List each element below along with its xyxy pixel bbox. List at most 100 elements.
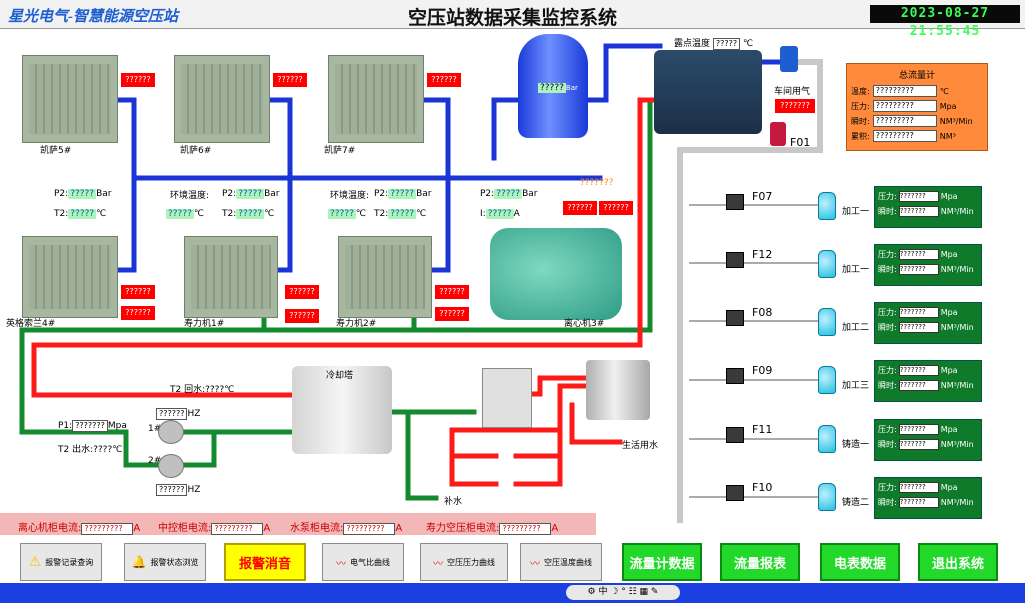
pressure-label: 压力: [878,483,897,492]
pressure-curve-button[interactable]: 〰空压压力曲线 [420,543,508,581]
row-value: ????????? [872,100,937,112]
heat-exchanger[interactable] [482,368,532,428]
input-method-bar[interactable]: ⚙ 中 ☽ ° ☷ ▦ ✎ [566,585,680,600]
outlet-value: ???? [93,445,113,455]
unit: ℃ [112,445,123,455]
flowmeter-icon[interactable] [770,122,786,146]
tank-icon [818,425,836,453]
compressor-kaeser-6[interactable] [174,55,270,143]
compressor-kaeser-5[interactable] [22,55,118,143]
flow-report-button[interactable]: 流量报表 [720,543,800,581]
p2-value: ????? [494,189,523,199]
compressor-ingersoll-4[interactable] [22,236,118,318]
flowmeter-icon[interactable] [726,368,744,384]
flowmeter-icon[interactable] [726,310,744,326]
alarm-indicator: ?????? [272,72,308,88]
flowmeter-icon[interactable] [726,252,744,268]
flow-value: ??????? [898,497,939,508]
p2-label: P2: [374,189,389,199]
pump-icon[interactable] [158,420,184,444]
flowmeter-icon[interactable] [726,194,744,210]
pressure-label: 压力: [878,250,897,259]
flowmeter-id: F12 [752,248,773,261]
alarm-indicator: ?????? [120,72,156,88]
cooling-tower[interactable] [292,366,392,454]
unit: NM³/Min [940,323,974,332]
row-label: 累积: [851,131,870,141]
valve-icon[interactable] [780,46,798,72]
tank-icon [818,192,836,220]
unit: A [551,523,559,534]
pump-frequency: ?????? [156,408,188,420]
flowmeter-icon[interactable] [726,485,744,501]
centrifugal-compressor-3[interactable] [490,228,622,320]
unit: Mpa [940,366,958,375]
unit: Mpa [940,308,958,317]
pressure-label: 压力: [878,366,897,375]
button-label: 空压压力曲线 [447,557,495,567]
brand-title: 星光电气-智慧能源空压站 [8,9,178,25]
flow-value: ??????? [898,264,939,275]
button-label: 报警状态浏览 [150,557,199,567]
unit: Mpa [940,483,958,492]
compressor-label: 凯萨6# [180,146,212,156]
pump-icon[interactable] [158,454,184,478]
flowmeter-id: F08 [752,306,773,319]
compressor-kaeser-7[interactable] [328,55,424,143]
current-label: 水泵柜电流: [290,523,344,534]
chart-icon: 〰 [336,558,346,570]
current-value: ????????? [211,523,264,535]
flowmeter-icon[interactable] [726,427,744,443]
row-unit: Mpa [939,101,957,111]
alarm-silence-button[interactable]: 报警消音 [224,543,306,581]
button-label: 报警记录查询 [45,557,94,567]
exit-system-button[interactable]: 退出系统 [918,543,998,581]
flow-label: 瞬时: [878,381,897,390]
compressor-label: 凯萨7# [324,146,356,156]
dew-label: 露点温度 [674,39,711,49]
unit: NM³/Min [940,265,974,274]
compressor-label: 离心机3# [564,319,605,329]
return-label: T2 回水: [170,385,206,395]
unit: A [133,523,141,534]
unit: Bar [565,84,578,92]
unit: A [263,523,271,534]
alarm-record-button[interactable]: ⚠报警记录查询 [20,543,102,581]
electric-ratio-curve-button[interactable]: 〰电气比曲线 [322,543,404,581]
page-title: 空压站数据采集监控系统 [407,8,617,29]
row-label: 温度: [851,86,870,96]
flow-data-button[interactable]: 流量计数据 [622,543,702,581]
unit: HZ [187,409,201,419]
unit: NM³/Min [940,498,974,507]
tank-icon [818,250,836,278]
alarm-indicator: ?????? [598,200,634,216]
unit: Bar [416,189,432,199]
chart-icon: 〰 [433,558,443,570]
row-value: ????????? [872,85,937,97]
unit: Mpa [107,421,127,431]
meter-data-button[interactable]: 电表数据 [820,543,900,581]
air-dryer[interactable] [654,50,762,134]
clock-display: 2023-08-27 21:55:45 [870,5,1020,39]
unit: ℃ [224,385,235,395]
cooling-tower-label: 冷却塔 [326,371,354,381]
t2-value: ????? [236,209,265,219]
compressor-label: 寿力机1# [184,319,225,329]
unit: Mpa [940,425,958,434]
env-temp-value: ????? [166,209,194,219]
env-temp-label: 环境温度: [170,191,210,201]
pressure-value: ??????? [898,424,939,435]
alarm-status-button[interactable]: 🔔报警状态浏览 [124,543,206,581]
p2-value: ????? [68,189,97,199]
pressure-value: ??????? [898,365,939,376]
flow-value: ??????? [898,206,939,217]
water-tank[interactable] [586,360,650,420]
compressor-sullair-1[interactable] [184,236,278,318]
compressor-sullair-2[interactable] [338,236,432,318]
button-label: 空压温度曲线 [544,557,592,567]
temperature-curve-button[interactable]: 〰空压温度曲线 [520,543,602,581]
